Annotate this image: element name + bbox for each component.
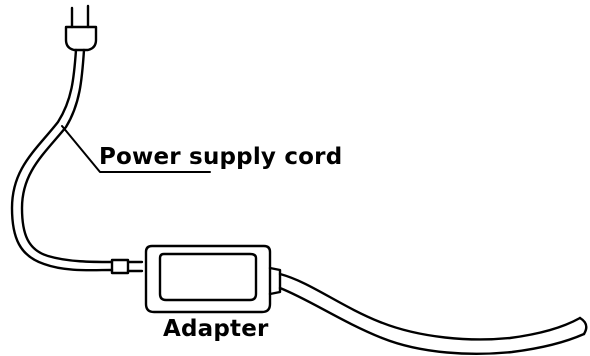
- adapter-panel: [158, 252, 258, 302]
- power-supply-cord-label: Power supply cord: [99, 144, 343, 170]
- adapter-label: Adapter: [163, 316, 269, 342]
- adapter-body: [144, 244, 272, 314]
- adapter-output-strain-relief: [268, 266, 282, 296]
- cord-leader-line: [61, 125, 211, 173]
- plug-prongs: [70, 4, 90, 29]
- power-supply-cord-line: [10, 48, 114, 272]
- output-cable: [278, 272, 588, 355]
- adapter-input-connector: [110, 258, 144, 275]
- plug-head: [64, 25, 98, 52]
